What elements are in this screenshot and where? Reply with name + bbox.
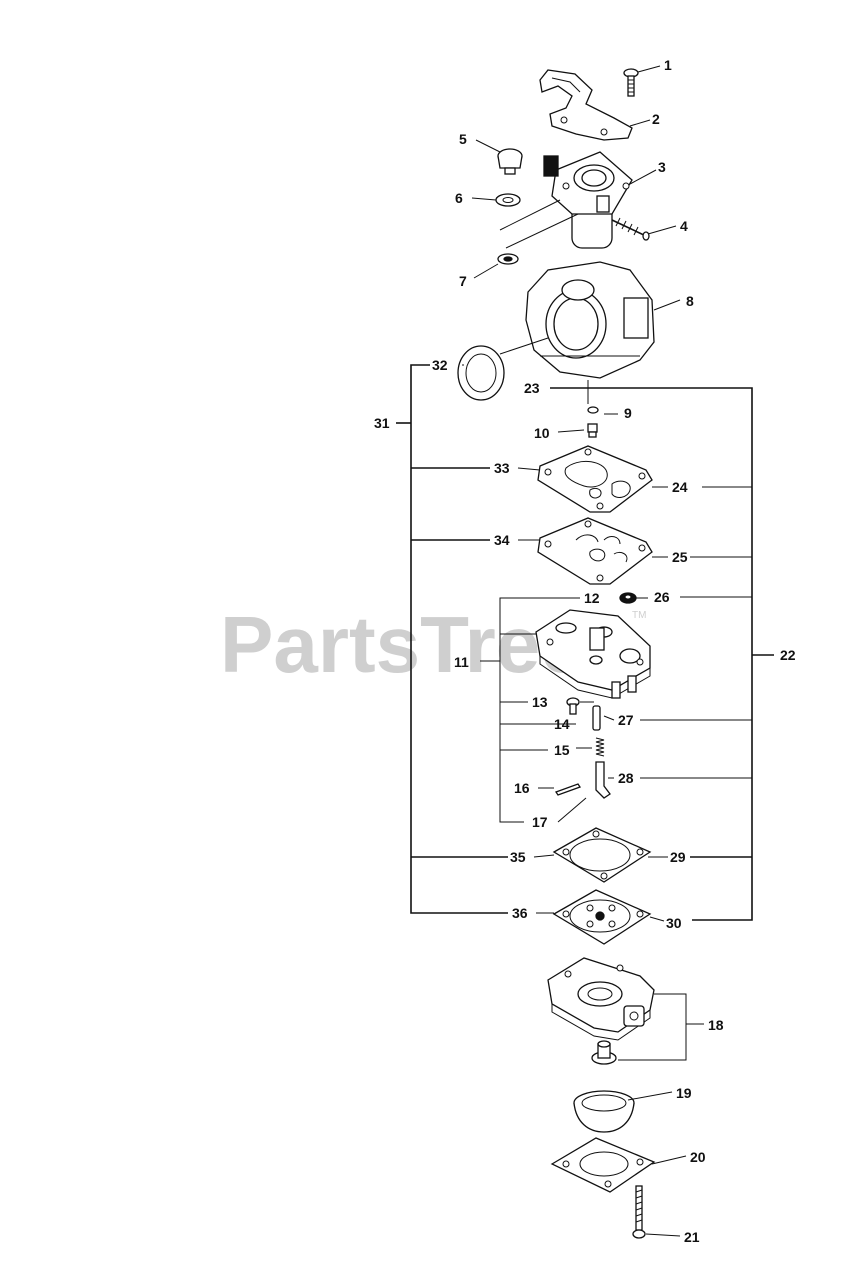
part-13-screw[interactable] — [566, 697, 580, 715]
part-15-spring[interactable] — [595, 737, 605, 757]
callout-11[interactable]: 11 — [454, 654, 469, 670]
part-26-fitting[interactable] — [619, 592, 637, 604]
callout-17[interactable]: 17 — [532, 814, 548, 830]
callout-4[interactable]: 4 — [680, 218, 688, 234]
callout-30[interactable]: 30 — [666, 915, 682, 931]
callout-26[interactable]: 26 — [654, 589, 670, 605]
watermark: PartsTree TM — [220, 600, 646, 689]
callout-19[interactable]: 19 — [676, 1085, 692, 1101]
part-32-oring[interactable] — [457, 345, 505, 401]
part-27-needle[interactable] — [592, 705, 601, 731]
callout-24[interactable]: 24 — [672, 479, 688, 495]
callout-14[interactable]: 14 — [554, 716, 570, 732]
part-30-metering-diaphragm[interactable] — [552, 889, 652, 945]
part-21-long-screw[interactable] — [632, 1185, 646, 1239]
callout-13[interactable]: 13 — [532, 694, 548, 710]
part-18-cover[interactable] — [547, 957, 655, 1041]
callout-22[interactable]: 22 — [780, 647, 796, 663]
callout-29[interactable]: 29 — [670, 849, 686, 865]
callout-21[interactable]: 21 — [684, 1229, 700, 1245]
callout-20[interactable]: 20 — [690, 1149, 706, 1165]
part-11-body-block[interactable] — [535, 609, 651, 699]
part-1-screw[interactable] — [623, 68, 639, 97]
part-9-ring[interactable] — [587, 406, 599, 414]
callout-33[interactable]: 33 — [494, 460, 510, 476]
callout-32[interactable]: 32 — [432, 357, 448, 373]
part-2-bracket[interactable] — [539, 69, 633, 141]
part-5-knob[interactable] — [497, 148, 523, 175]
part-20-retainer[interactable] — [550, 1137, 656, 1193]
part-8-carburetor-body[interactable] — [525, 261, 655, 379]
callout-34[interactable]: 34 — [494, 532, 510, 548]
part-24-pump-gasket[interactable] — [537, 445, 653, 513]
callout-12[interactable]: 12 — [584, 590, 600, 606]
callout-25[interactable]: 25 — [672, 549, 688, 565]
callout-10[interactable]: 10 — [534, 425, 550, 441]
callout-16[interactable]: 16 — [514, 780, 530, 796]
part-6-washer[interactable] — [495, 193, 521, 207]
part-7-clip[interactable] — [497, 253, 519, 265]
callout-27[interactable]: 27 — [618, 712, 634, 728]
callout-2[interactable]: 2 — [652, 111, 660, 127]
part-3-throttle-body[interactable] — [543, 151, 633, 249]
callout-36[interactable]: 36 — [512, 905, 528, 921]
callout-23[interactable]: 23 — [524, 380, 540, 396]
callout-31[interactable]: 31 — [374, 415, 390, 431]
callout-18[interactable]: 18 — [708, 1017, 724, 1033]
callout-35[interactable]: 35 — [510, 849, 526, 865]
callout-28[interactable]: 28 — [618, 770, 634, 786]
part-16-pin[interactable] — [555, 783, 581, 796]
part-18-valve[interactable] — [591, 1040, 617, 1065]
callout-labels: 1 2 3 4 5 6 7 8 9 10 11 12 13 14 15 16 1… — [374, 57, 796, 1245]
part-19-primer-bulb[interactable] — [573, 1090, 635, 1133]
callout-3[interactable]: 3 — [658, 159, 666, 175]
callout-9[interactable]: 9 — [624, 405, 632, 421]
callout-15[interactable]: 15 — [554, 742, 570, 758]
callout-8[interactable]: 8 — [686, 293, 694, 309]
part-25-pump-diaphragm[interactable] — [537, 517, 653, 585]
callout-1[interactable]: 1 — [664, 57, 672, 73]
watermark-text: PartsTree — [220, 600, 585, 689]
callout-7[interactable]: 7 — [459, 273, 467, 289]
leader-lines — [396, 65, 774, 1237]
callout-6[interactable]: 6 — [455, 190, 463, 206]
part-29-metering-gasket[interactable] — [552, 827, 652, 883]
part-4-idle-screw[interactable] — [611, 217, 650, 241]
part-28-lever[interactable] — [595, 761, 611, 799]
part-10-jet[interactable] — [587, 423, 598, 438]
callout-5[interactable]: 5 — [459, 131, 467, 147]
watermark-trademark: TM — [632, 610, 646, 621]
